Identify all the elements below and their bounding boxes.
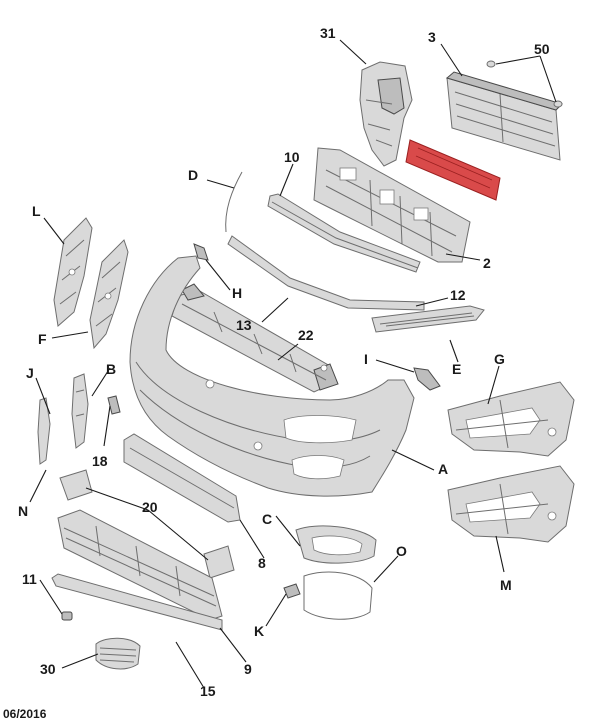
callout-K: K: [254, 623, 264, 639]
callout-N: N: [18, 503, 28, 519]
callout-B: B: [106, 361, 116, 377]
part-2-front-carrier: [313, 147, 471, 263]
part-N-lower-grille: [57, 509, 223, 621]
part-13-chrome-strip: [227, 235, 425, 311]
part-10-upper-trim: [267, 193, 421, 273]
part-L-side-bracket: [53, 217, 93, 327]
callout-22: 22: [298, 327, 314, 343]
part-11-clip: [61, 611, 73, 621]
part-C-fog-surround: [295, 525, 377, 564]
part-22-absorber-beam: [171, 283, 339, 393]
callout-20: 20: [142, 499, 158, 515]
part-D-trim-strip: [225, 171, 243, 233]
callout-G: G: [494, 351, 505, 367]
part-F-side-bracket: [89, 239, 129, 350]
part-H-bracket: [193, 243, 209, 261]
part-20-deflector: [59, 469, 235, 579]
callout-I: I: [364, 351, 368, 367]
part-O-chrome-ring: [303, 571, 373, 620]
callout-C: C: [262, 511, 272, 527]
part-G-lamp-bracket: [447, 381, 575, 457]
part-A-bumper-cover: [129, 255, 415, 497]
part-J-bracket: [37, 397, 51, 465]
part-30-vent-grille: [95, 637, 141, 670]
callout-F: F: [38, 331, 47, 347]
part-3-shutter: [445, 71, 563, 161]
callout-12: 12: [450, 287, 466, 303]
part-E-rim: [385, 315, 475, 327]
part-50-clips: [486, 60, 563, 108]
callout-11: 11: [22, 571, 37, 587]
callout-9: 9: [244, 661, 252, 677]
part-M-lamp-bracket: [447, 465, 575, 543]
part-18-clip: [107, 395, 121, 415]
callout-31: 31: [320, 25, 336, 41]
part-I-bracket: [413, 367, 441, 391]
callout-D: D: [188, 167, 198, 183]
callout-A: A: [438, 461, 448, 477]
highlighted-reinforcement-strip: [405, 139, 501, 201]
callout-15: 15: [200, 683, 216, 699]
diagram-date: 06/2016: [3, 707, 47, 721]
callout-50: 50: [534, 41, 550, 57]
part-9-lower-strip: [51, 573, 223, 631]
callout-H: H: [232, 285, 242, 301]
part-K-clip: [283, 583, 301, 599]
callout-J: J: [26, 365, 34, 381]
callout-E: E: [452, 361, 461, 377]
part-12-lower-strip: [371, 305, 485, 333]
callout-labels: 31 3 50 D 10 2 L H 12 F 13 22 J B I E G …: [18, 25, 550, 699]
callout-3: 3: [428, 29, 436, 45]
callout-8: 8: [258, 555, 266, 571]
callout-10: 10: [284, 149, 300, 165]
callout-2: 2: [483, 255, 491, 271]
callout-L: L: [32, 203, 41, 219]
callout-18: 18: [92, 453, 108, 469]
part-B-bracket: [71, 373, 89, 449]
callout-30: 30: [40, 661, 56, 677]
leader-lines: [29, 39, 557, 689]
callout-M: M: [500, 577, 512, 593]
callout-O: O: [396, 543, 407, 559]
part-31-air-duct: [359, 61, 413, 167]
callout-13: 13: [236, 317, 252, 333]
